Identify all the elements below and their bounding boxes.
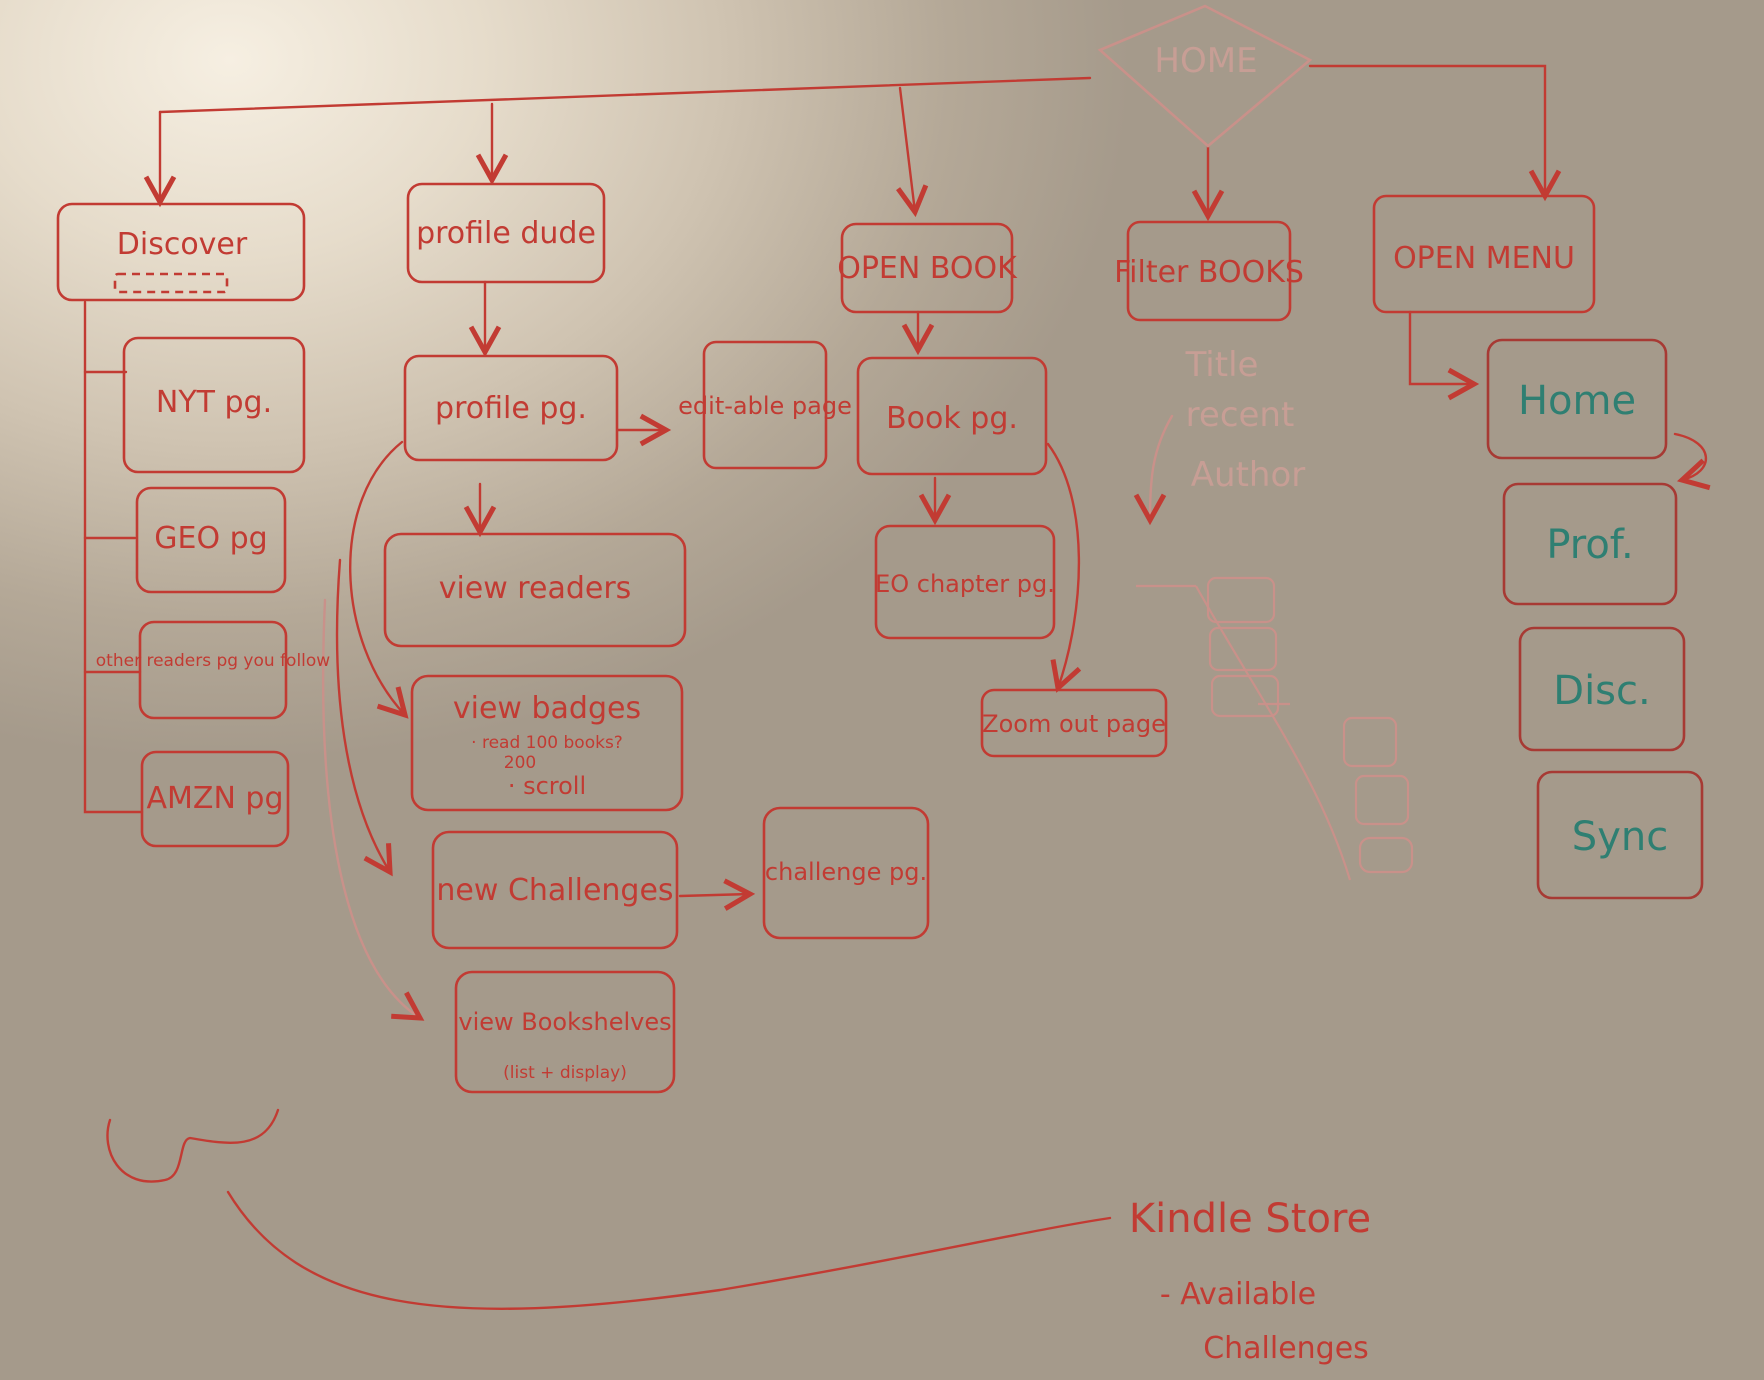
kindle-store-note: Kindle Store - Available Challenges [1129, 1196, 1371, 1366]
editable-page-label: edit-able page [678, 392, 852, 420]
profile-node: profile dude [406, 182, 606, 284]
filter-option-title: Title [1185, 345, 1259, 385]
view-readers-label: view readers [439, 571, 632, 606]
view-badges-note-3: · scroll [508, 772, 586, 800]
challenge-page-node: challenge pg. [762, 806, 930, 940]
filter-option-author: Author [1191, 455, 1305, 495]
open-book-label: OPEN BOOK [837, 251, 1018, 286]
menu-item-sync-label: Sync [1572, 814, 1668, 860]
kindle-note-challenges: Challenges [1203, 1331, 1369, 1366]
editable-page-node: edit-able page [678, 340, 852, 470]
profile-label: profile dude [416, 216, 596, 251]
menu-item-home-node: Home [1486, 338, 1668, 460]
geo-page-node: GEO pg [135, 486, 287, 594]
home-label: HOME [1154, 41, 1257, 81]
open-menu-label: OPEN MENU [1393, 241, 1575, 276]
filter-books-label: Filter BOOKS [1114, 255, 1304, 290]
other-readers-label: other readers pg you follow [96, 651, 331, 671]
amzn-page-node: AMZN pg [140, 750, 290, 848]
view-badges-label: view badges [453, 691, 641, 726]
view-bookshelves-label: view Bookshelves [458, 1008, 671, 1036]
eo-chapter-label: EO chapter pg. [875, 570, 1055, 598]
filter-options: Title recent Author [1185, 345, 1306, 495]
book-page-label: Book pg. [886, 401, 1018, 436]
view-readers-node: view readers [383, 532, 687, 648]
filter-option-recent: recent [1186, 395, 1295, 435]
kindle-store-label: Kindle Store [1129, 1196, 1371, 1242]
book-page-node: Book pg. [856, 356, 1048, 476]
open-menu-node: OPEN MENU [1372, 194, 1596, 314]
home-node: HOME [1097, 4, 1313, 148]
new-challenges-label: new Challenges [436, 873, 673, 908]
faint-sketch-stack [1136, 576, 1414, 881]
filter-books-node: Filter BOOKS [1114, 220, 1304, 322]
challenge-page-label: challenge pg. [765, 858, 927, 886]
amzn-page-label: AMZN pg [146, 781, 283, 816]
menu-item-sync-node: Sync [1536, 770, 1704, 900]
kindle-note-available: - Available [1160, 1277, 1316, 1312]
menu-item-home-label: Home [1518, 378, 1636, 424]
discover-node: Discover [56, 202, 306, 302]
view-badges-node: view badges · read 100 books? 200 · scro… [410, 674, 684, 812]
other-readers-node: other readers pg you follow [96, 620, 331, 720]
view-bookshelves-note: (list + display) [503, 1063, 627, 1083]
eo-chapter-node: EO chapter pg. [874, 524, 1056, 640]
nyt-page-node: NYT pg. [122, 336, 306, 474]
zoom-out-node: Zoom out page [980, 688, 1168, 758]
geo-page-label: GEO pg [154, 521, 267, 556]
zoom-out-label: Zoom out page [982, 710, 1166, 738]
profile-page-node: profile pg. [403, 354, 619, 462]
view-bookshelves-node: view Bookshelves (list + display) [454, 970, 676, 1094]
profile-page-label: profile pg. [435, 391, 587, 426]
view-badges-note-2: 200 [504, 753, 536, 773]
menu-item-prof-label: Prof. [1546, 522, 1633, 568]
nyt-page-label: NYT pg. [156, 385, 272, 420]
menu-item-prof-node: Prof. [1502, 482, 1678, 606]
new-challenges-node: new Challenges [431, 830, 679, 950]
menu-item-disc-node: Disc. [1518, 626, 1686, 752]
menu-item-disc-label: Disc. [1553, 668, 1650, 714]
open-book-node: OPEN BOOK [837, 222, 1018, 314]
connector-lines [83, 64, 1711, 1310]
discover-label: Discover [117, 227, 248, 262]
view-badges-note-1: · read 100 books? [471, 733, 623, 753]
